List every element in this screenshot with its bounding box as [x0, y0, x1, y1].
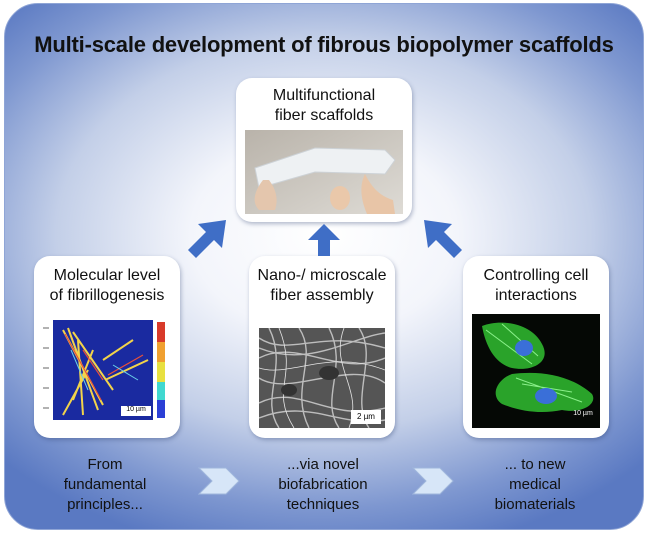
arrow-up-icon	[188, 220, 226, 258]
scale-bar-label: 10 µm	[121, 406, 151, 416]
card-cell-interactions: Controlling cell interactions 10 µm	[463, 256, 609, 438]
diagram-title: Multi-scale development of fibrous biopo…	[34, 32, 614, 57]
caption-left: From fundamental principles...	[63, 456, 147, 513]
card-label: Controlling cell interactions	[483, 267, 589, 304]
card-molecular-level: Molecular level of fibrillogenesis 10 µm	[34, 256, 180, 438]
fibrillogenesis-image: 10 µm	[43, 320, 171, 428]
chevron-right-icon	[198, 467, 240, 495]
card-label: Molecular level of fibrillogenesis	[49, 267, 165, 304]
sem-fiber-image: 2 µm	[259, 328, 385, 428]
card-label: Multifunctional fiber scaffolds	[272, 87, 376, 124]
caption-middle: ...via novel biofabrication techniques	[278, 456, 368, 513]
cell-fluorescence-image: 10 µm	[472, 314, 600, 428]
card-multifunctional-scaffolds: Multifunctional fiber scaffolds	[236, 78, 412, 222]
card-fiber-assembly: Nano-/ microscale fiber assembly 2 µm	[249, 256, 395, 438]
caption-right: ... to new medical biomaterials	[494, 456, 576, 513]
arrow-up-icon	[424, 220, 462, 258]
scaffold-photo	[245, 130, 403, 214]
scale-bar-label: 10 µm	[573, 410, 593, 417]
scale-bar-label: 2 µm	[351, 410, 381, 424]
card-label: Nano-/ microscale fiber assembly	[257, 267, 387, 304]
chevron-right-icon	[412, 467, 454, 495]
arrow-up-icon	[308, 224, 340, 256]
